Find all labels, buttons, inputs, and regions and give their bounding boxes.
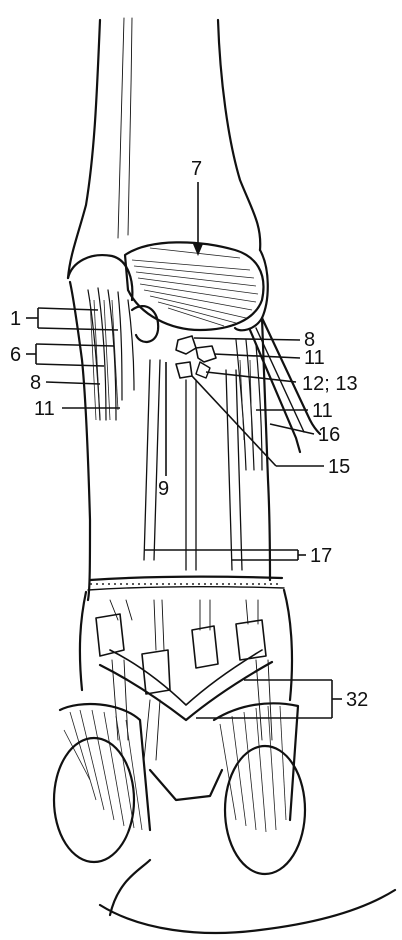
label-9: 9	[158, 478, 169, 500]
arrowhead-7	[193, 244, 203, 256]
label-11-left: 11	[34, 398, 55, 420]
lower-region	[54, 577, 395, 933]
label-15: 15	[328, 456, 350, 478]
label-12-13: 12; 13	[302, 373, 358, 395]
label-8-left: 8	[30, 372, 41, 394]
joint-ligament	[125, 242, 263, 330]
label-1: 1	[10, 308, 21, 330]
central-tendons	[144, 360, 242, 570]
label-leaders	[26, 182, 342, 718]
label-6: 6	[10, 344, 21, 366]
label-7: 7	[191, 158, 202, 180]
label-11-right-top: 11	[304, 347, 325, 369]
label-16: 16	[318, 424, 340, 446]
labels: 7 1 6 8 11 8 11 12; 13 11 16 9 15 17 32	[10, 158, 368, 711]
left-tendons	[88, 288, 158, 420]
label-11-right-lower: 11	[312, 400, 333, 422]
label-32: 32	[346, 689, 368, 711]
label-17: 17	[310, 545, 332, 567]
